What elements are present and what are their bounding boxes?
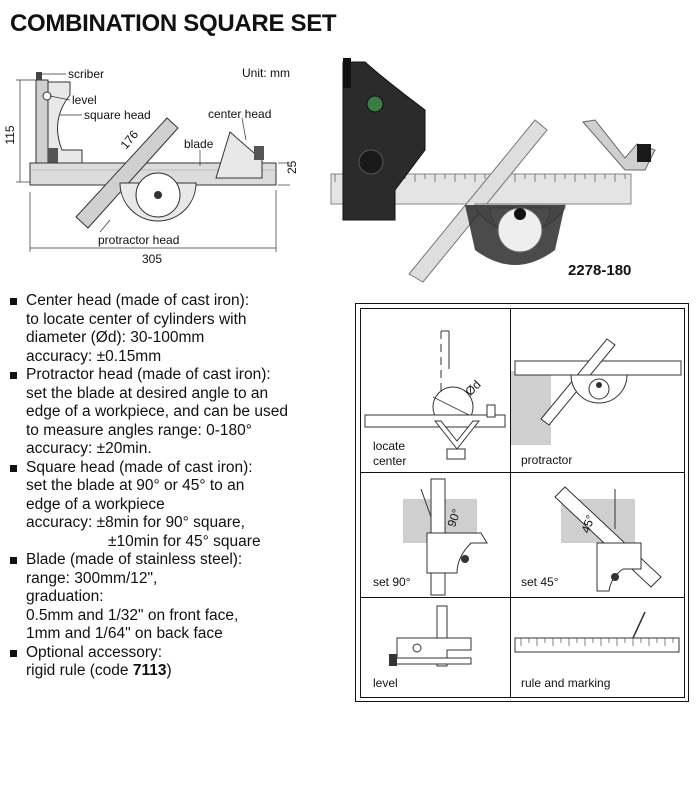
usage-rule-marking: rule and marking — [510, 597, 685, 698]
level-vial — [42, 91, 52, 101]
protractor-illustration — [511, 338, 682, 445]
usage-panel: Ød locate center protractor 90° set 90° — [355, 303, 689, 702]
label-square-head: square head — [84, 108, 151, 122]
spec-blade: Blade (made of stainless steel): range: … — [8, 551, 348, 644]
label-scriber: scriber — [68, 67, 104, 81]
caption-protractor: protractor — [521, 453, 573, 467]
protractor-blade — [75, 117, 179, 229]
dim-height: 115 — [3, 125, 17, 144]
bullet-icon — [10, 298, 17, 305]
dim-length: 305 — [142, 252, 162, 266]
product-photo — [330, 58, 656, 283]
caption-set-90: set 90° — [373, 575, 411, 589]
level-illustration — [389, 605, 472, 667]
spec-protractor-head: Protractor head (made of cast iron): set… — [8, 366, 348, 459]
bullet-icon — [10, 557, 17, 564]
set-45-illustration — [554, 486, 662, 592]
bullet-icon — [10, 464, 17, 472]
spec-list: Center head (made of cast iron): to loca… — [8, 292, 348, 681]
usage-set-45: 45° set 45° — [510, 472, 685, 598]
rule-marking-illustration — [514, 611, 680, 653]
caption-locate-center-1: locate — [373, 439, 406, 453]
spec-center-head: Center head (made of cast iron): to loca… — [8, 292, 348, 366]
usage-locate-center: Ød locate center — [360, 308, 511, 473]
model-code: 2278-180 — [568, 262, 632, 279]
set-90-illustration — [403, 478, 488, 596]
usage-set-90: 90° set 90° — [360, 472, 511, 598]
photo-square-head — [342, 61, 426, 221]
accessory-code: 7113 — [132, 662, 167, 679]
center-head-shape — [215, 131, 263, 179]
label-center-head: center head — [208, 107, 271, 121]
bullet-icon — [10, 649, 17, 657]
unit-label: Unit: mm — [242, 66, 290, 80]
caption-set-45: set 45° — [521, 575, 559, 589]
usage-level: level — [360, 597, 511, 698]
dim-blade-width: 25 — [285, 160, 299, 174]
scriber-shape — [36, 72, 42, 80]
photo-protractor-blade — [408, 119, 548, 283]
spec-optional-accessory: Optional accessory: rigid rule (code 711… — [8, 644, 348, 681]
caption-level: level — [373, 676, 398, 690]
technical-drawing: 115 305 25 176 scriber level square head… — [3, 67, 299, 266]
page-title: COMBINATION SQUARE SET — [10, 10, 337, 37]
caption-locate-center-2: center — [373, 454, 407, 468]
locate-center-illustration — [364, 330, 506, 460]
label-blade: blade — [184, 137, 214, 151]
bullet-icon — [10, 372, 17, 379]
caption-rule-marking: rule and marking — [521, 676, 611, 690]
label-protractor-head: protractor head — [98, 233, 179, 247]
dim-diagonal: 176 — [118, 127, 142, 152]
usage-protractor: protractor — [510, 308, 685, 473]
label-level: level — [72, 93, 97, 107]
square-head-lock — [48, 148, 58, 164]
spec-square-head: Square head (made of cast iron): set the… — [8, 459, 348, 552]
